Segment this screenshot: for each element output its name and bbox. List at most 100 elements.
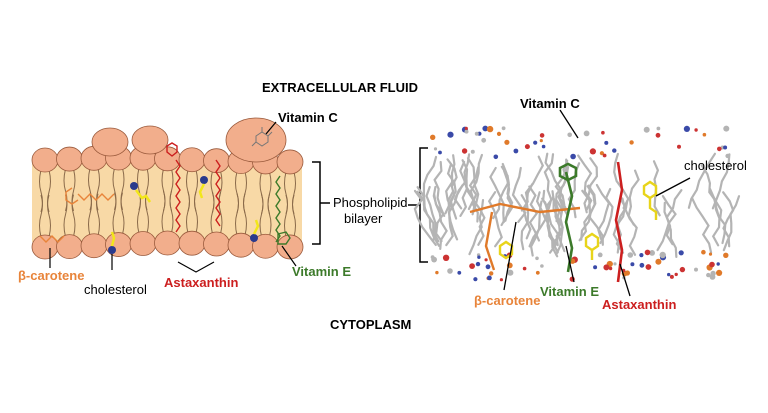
md-head-atom <box>507 269 514 276</box>
md-vitamin-c-pointer <box>559 109 579 139</box>
md-head-atom <box>669 274 674 279</box>
cholesterol-molecule-icon <box>108 176 260 254</box>
lipid-tail <box>88 193 92 236</box>
md-head-atom <box>601 130 605 135</box>
right-beta-carotene-label: β-carotene <box>474 293 541 308</box>
md-head-atom <box>717 146 722 152</box>
md-lipid-tail <box>711 153 731 210</box>
md-lipid-tail <box>522 183 534 240</box>
md-head-atom <box>435 270 439 275</box>
left-vitamin-e-label: Vitamin E <box>292 264 352 279</box>
lipid-tail <box>194 191 198 234</box>
md-head-atom <box>501 126 506 131</box>
md-head-atom <box>470 149 475 154</box>
md-head-atom <box>589 148 597 155</box>
lipid-tail <box>259 194 264 237</box>
md-head-atom <box>725 153 730 159</box>
md-head-atom <box>482 125 489 132</box>
md-head-atom <box>645 264 652 270</box>
astaxanthin-bracket <box>177 261 215 273</box>
left-beta-carotene-label: β-carotene <box>18 268 85 283</box>
md-head-atom <box>656 126 661 131</box>
bottom-leaflet-heads <box>31 230 304 260</box>
lipid-tail <box>120 192 125 235</box>
md-head-atom <box>639 253 644 258</box>
md-head-atom <box>706 272 711 278</box>
md-head-atom <box>708 252 713 256</box>
md-head-atom <box>694 267 698 272</box>
md-vitamin-e-icon <box>558 162 578 273</box>
left-bilayer-bracket <box>312 161 330 245</box>
md-lipid-tail <box>528 191 547 248</box>
lipid-tail <box>112 192 117 235</box>
md-head-atom <box>694 128 698 132</box>
md-lipid-tail <box>577 154 593 211</box>
md-lipid-tail <box>528 185 541 242</box>
lipid-head <box>80 233 108 259</box>
md-head-atom <box>433 147 438 151</box>
md-lipid-tail <box>613 152 630 210</box>
md-lipid-tail <box>599 187 614 245</box>
md-lipid-tail <box>467 153 483 211</box>
md-astaxanthin-icon <box>614 161 624 283</box>
md-lipid-tail <box>500 169 514 227</box>
md-lipid-tail <box>595 183 611 241</box>
md-head-atom <box>655 258 662 265</box>
left-cholesterol-label: cholesterol <box>84 282 147 297</box>
md-lipid-tail <box>687 152 717 209</box>
md-head-atom <box>430 255 435 259</box>
md-head-atom <box>464 126 468 130</box>
md-head-atom <box>629 140 634 145</box>
md-lipid-tail <box>425 185 443 243</box>
lipid-head <box>227 232 255 258</box>
cartoon-bilayer <box>31 117 304 273</box>
md-head-atom <box>487 275 492 281</box>
raised-head <box>131 125 169 155</box>
lipid-tail <box>243 193 247 236</box>
md-lipid-tail <box>453 153 471 210</box>
md-lipid-tail <box>551 190 564 247</box>
md-head-atom <box>683 125 691 132</box>
md-head-atom <box>438 150 442 155</box>
vitamin-e-pointer <box>281 245 297 267</box>
raised-head <box>91 127 129 157</box>
md-lipid-tail <box>487 191 503 248</box>
md-head-atom <box>655 132 661 138</box>
lipid-tail <box>186 191 190 234</box>
md-head-atom <box>649 250 655 256</box>
right-cholesterol-label: cholesterol <box>684 158 747 173</box>
md-head-atom <box>602 153 607 158</box>
lipid-tail <box>39 194 43 238</box>
md-lipid-tail <box>722 195 741 252</box>
md-lipid-tail <box>554 158 568 215</box>
md-lipid-tail <box>627 169 640 226</box>
md-head-atom <box>723 125 730 132</box>
md-head-atom <box>469 263 475 269</box>
lipid-head <box>276 234 304 260</box>
md-lipid-tail <box>511 166 527 223</box>
md-head-atom <box>541 144 546 149</box>
md-head-atom <box>723 252 729 258</box>
md-head-atom <box>674 272 678 277</box>
md-head-atom <box>533 140 538 145</box>
md-head-atom <box>486 125 494 133</box>
lipid-tail <box>292 194 296 238</box>
md-head-atom <box>430 134 436 140</box>
md-head-atom <box>567 132 572 138</box>
md-head-atom <box>624 270 631 276</box>
md-cholesterol-pointer <box>655 177 691 197</box>
md-lipid-tail <box>624 199 638 256</box>
md-lipid-tail <box>708 190 721 247</box>
md-lipid-tail <box>433 160 446 217</box>
md-head-atom <box>597 252 603 258</box>
md-head-atom <box>723 145 728 150</box>
extracellular-fluid-label: EXTRACELLULAR FLUID <box>262 80 418 95</box>
lipid-head <box>129 231 157 256</box>
md-lipid-tail <box>445 154 456 211</box>
md-head-atom <box>535 256 539 261</box>
lipid-tail <box>210 191 215 235</box>
cytoplasm-label: CYTOPLASM <box>330 317 412 332</box>
md-head-atom <box>442 254 450 261</box>
md-head-atom <box>484 258 488 262</box>
md-head-atom <box>643 126 650 133</box>
